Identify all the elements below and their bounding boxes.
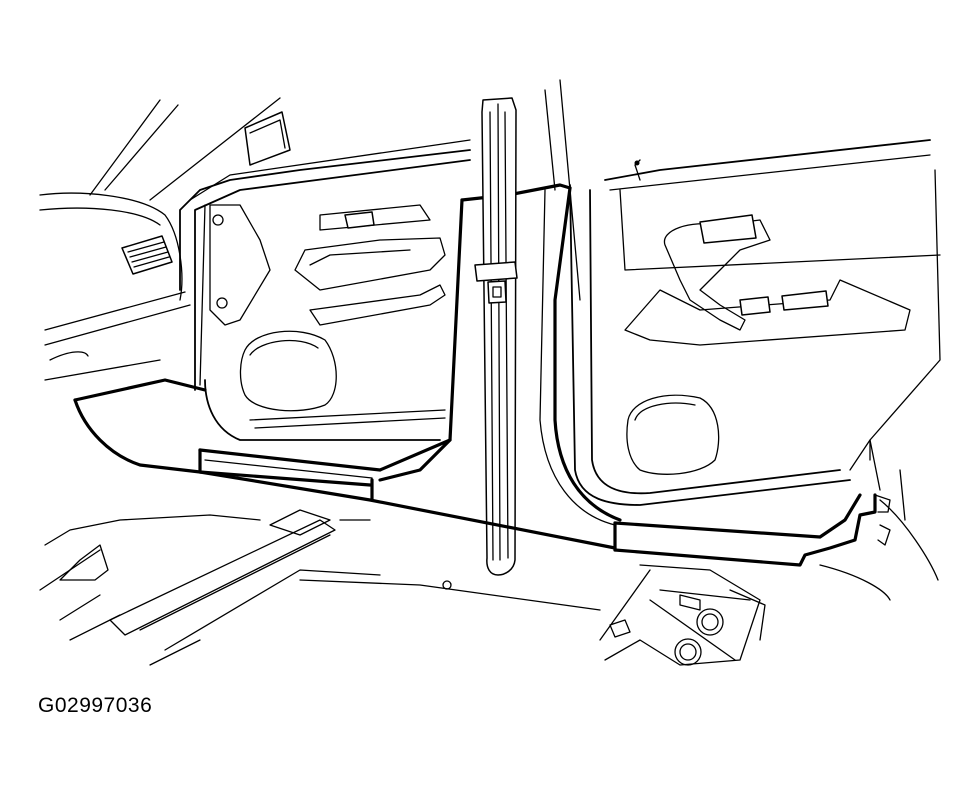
center-sill-scuff-plate [198,470,617,552]
rear-quarter-trim [819,469,939,601]
dashboard [39,97,281,381]
floor-and-rails [39,509,601,666]
front-door-panel [209,204,446,412]
front-door-frame [179,139,471,441]
rear-floor-bracket [599,564,766,666]
rear-sill-scuff-plate [613,493,891,567]
dash-air-vent [121,235,173,275]
front-sill-scuff-plate [73,378,452,502]
figure-id-label: G02997036 [38,694,153,717]
rear-door-frame [569,139,941,506]
seat-belt-anchor [474,261,518,304]
side-mirror [244,111,291,166]
rear-door-panel [624,214,911,475]
seat-belt [481,97,517,576]
